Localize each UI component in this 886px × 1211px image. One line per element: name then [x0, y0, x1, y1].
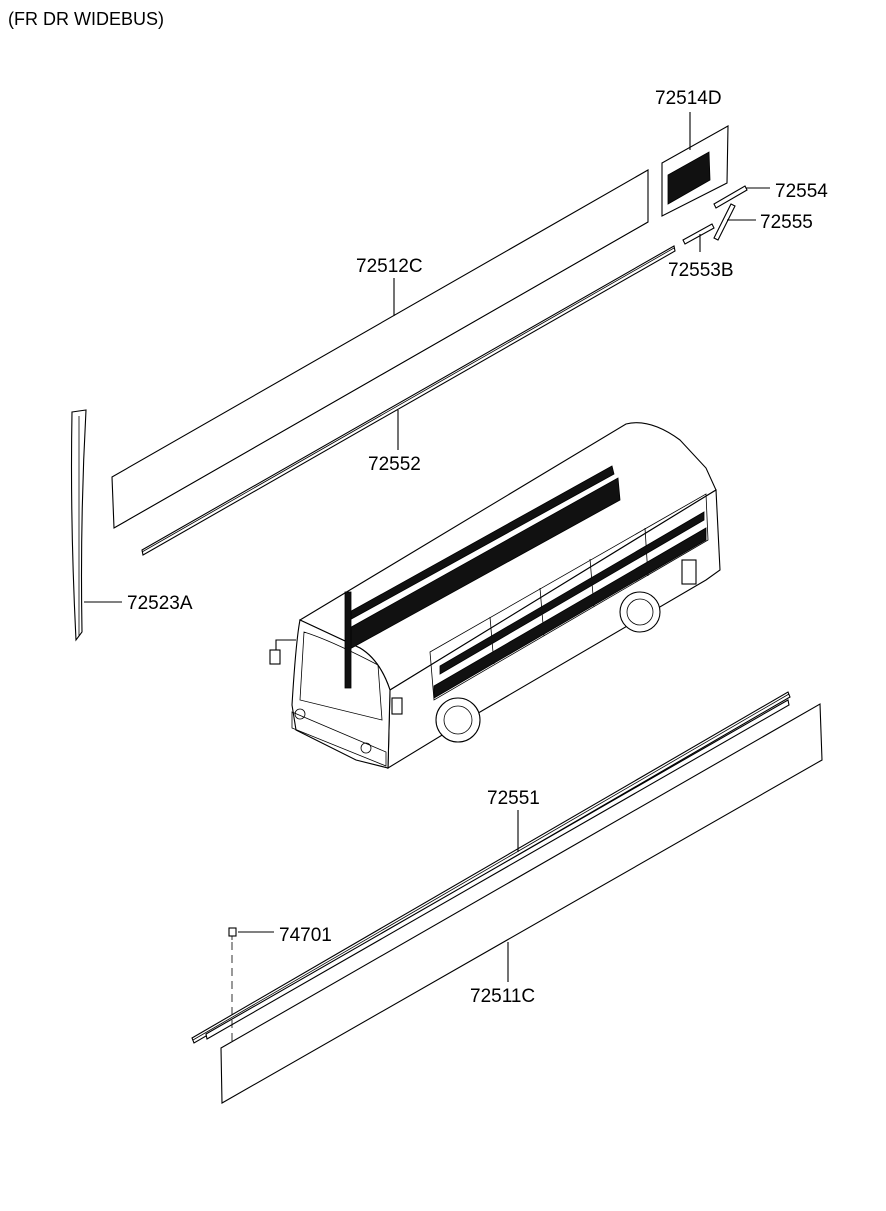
part-74701-clip	[228, 927, 274, 1060]
part-72554-strip	[713, 185, 770, 209]
label-72552: 72552	[368, 454, 421, 475]
label-72554: 72554	[775, 181, 828, 202]
diagram-title: (FR DR WIDEBUS)	[8, 9, 164, 29]
label-72512C: 72512C	[356, 256, 423, 277]
label-72514D: 72514D	[655, 88, 722, 109]
label-72511C: 72511C	[470, 986, 535, 1007]
part-72511C-panel	[220, 703, 823, 1104]
label-72553B: 72553B	[668, 260, 734, 281]
label-72523A: 72523A	[127, 593, 193, 614]
part-72555-strip	[713, 203, 756, 241]
part-72551-molding	[191, 691, 791, 1044]
bus-illustration	[269, 422, 721, 769]
part-72553B-strip	[682, 223, 715, 252]
label-72551: 72551	[487, 788, 540, 809]
part-72523A-molding	[70, 409, 122, 642]
part-72512C-panel	[111, 169, 649, 529]
part-72552-molding	[141, 245, 676, 556]
label-72555: 72555	[760, 212, 813, 233]
label-74701: 74701	[279, 925, 332, 946]
part-72514D-panel	[661, 112, 729, 217]
